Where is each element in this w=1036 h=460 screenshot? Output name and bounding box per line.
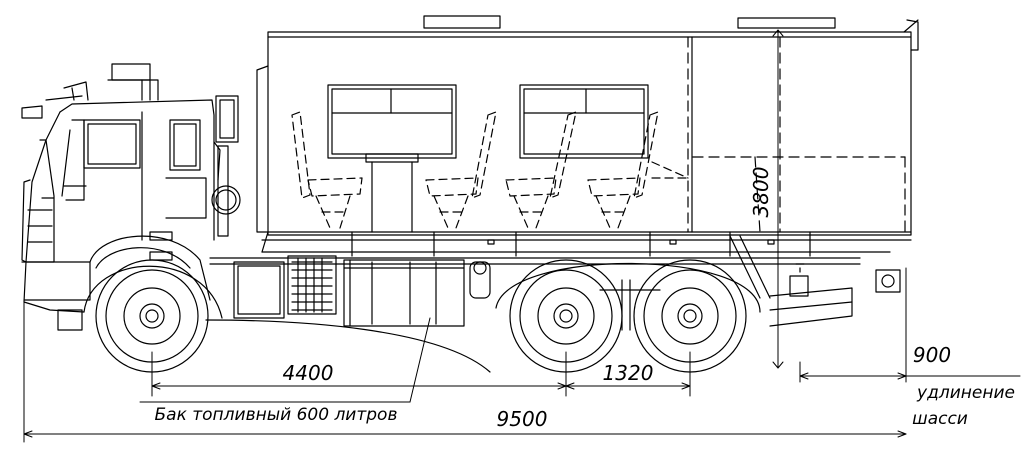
truck-cab — [21, 63, 241, 331]
chassis-extension-label-1: удлинение — [916, 383, 1015, 403]
dim-chassis-extension: 900 — [913, 343, 951, 367]
dim-body-height: 3800 — [749, 167, 773, 218]
wheels — [83, 259, 761, 373]
dim-rear-axle-spacing: 1320 — [603, 361, 654, 385]
dim-wheelbase-front: 4400 — [283, 361, 334, 385]
cargo-body — [256, 15, 919, 257]
dimension-lines — [23, 29, 1021, 443]
fuel-tank-label: Бак топливный 600 литров — [155, 405, 398, 425]
chassis-extension-label-2: шасси — [912, 409, 968, 429]
dim-overall-length: 9500 — [497, 407, 548, 431]
seats — [291, 111, 689, 229]
chassis — [209, 235, 901, 331]
